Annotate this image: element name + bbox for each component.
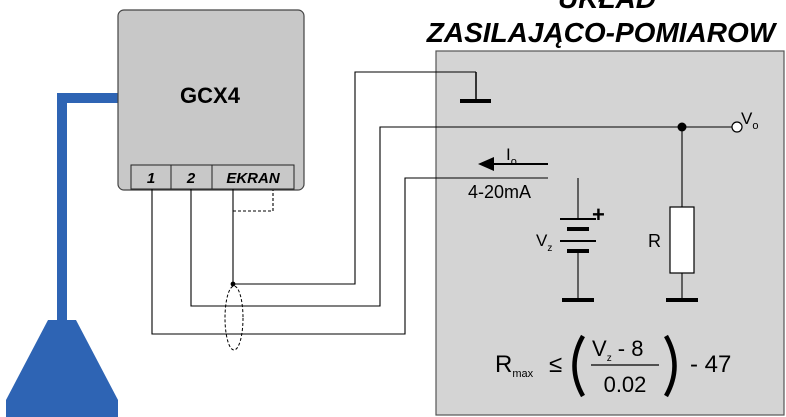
rmax-formula: Rmax ≤ Vz - 8 0.02 - 47 <box>495 334 731 398</box>
vz-label: Vz <box>536 231 552 254</box>
wire-ekran-dashed <box>233 190 274 212</box>
formula-le-sign: ≤ <box>549 351 562 378</box>
wire-ekran <box>232 71 476 285</box>
sensor <box>6 93 118 417</box>
device-name: GCX4 <box>180 83 241 108</box>
terminal-1 <box>130 164 172 190</box>
formula-tail: - 47 <box>690 351 731 378</box>
device-box <box>117 9 305 191</box>
vo-terminal-icon <box>731 121 743 133</box>
wire-terminal-1 <box>151 177 548 335</box>
battery-plus: + <box>592 202 605 227</box>
supply-panel <box>435 50 785 416</box>
formula-right-paren <box>664 334 677 398</box>
junction-dot-ekran <box>230 281 236 287</box>
formula-rmax: Rmax <box>495 351 534 380</box>
terminal-ekran-label: EKRAN <box>226 170 281 187</box>
io-label: Io <box>506 145 517 168</box>
header-line1: UKŁAD <box>558 0 656 14</box>
header-line2: ZASILAJĄCO-POMIAROW <box>426 17 778 48</box>
resistor-label: R <box>648 231 661 251</box>
current-range-label: 4-20mA <box>468 182 531 202</box>
terminal-strip: 1 2 EKRAN <box>130 164 295 190</box>
ground-symbol-top <box>460 72 491 103</box>
formula-denominator: 0.02 <box>604 372 647 397</box>
wire-terminal-2 <box>190 126 682 307</box>
terminal-2 <box>170 164 213 190</box>
battery-icon <box>560 205 596 266</box>
sensor-head <box>6 320 118 417</box>
wires <box>151 71 733 335</box>
sensor-pipe <box>57 93 118 320</box>
current-arrow-icon <box>478 157 548 171</box>
cable-shield <box>224 285 244 351</box>
terminal-ekran <box>211 164 295 190</box>
formula-numerator: Vz - 8 <box>592 336 643 364</box>
terminal-1-label: 1 <box>147 170 155 187</box>
terminal-2-label: 2 <box>186 170 196 187</box>
junction-dot-vo <box>677 122 687 132</box>
vo-label: Vo <box>741 109 758 132</box>
formula-left-paren <box>572 334 585 398</box>
resistor-icon <box>669 206 695 274</box>
